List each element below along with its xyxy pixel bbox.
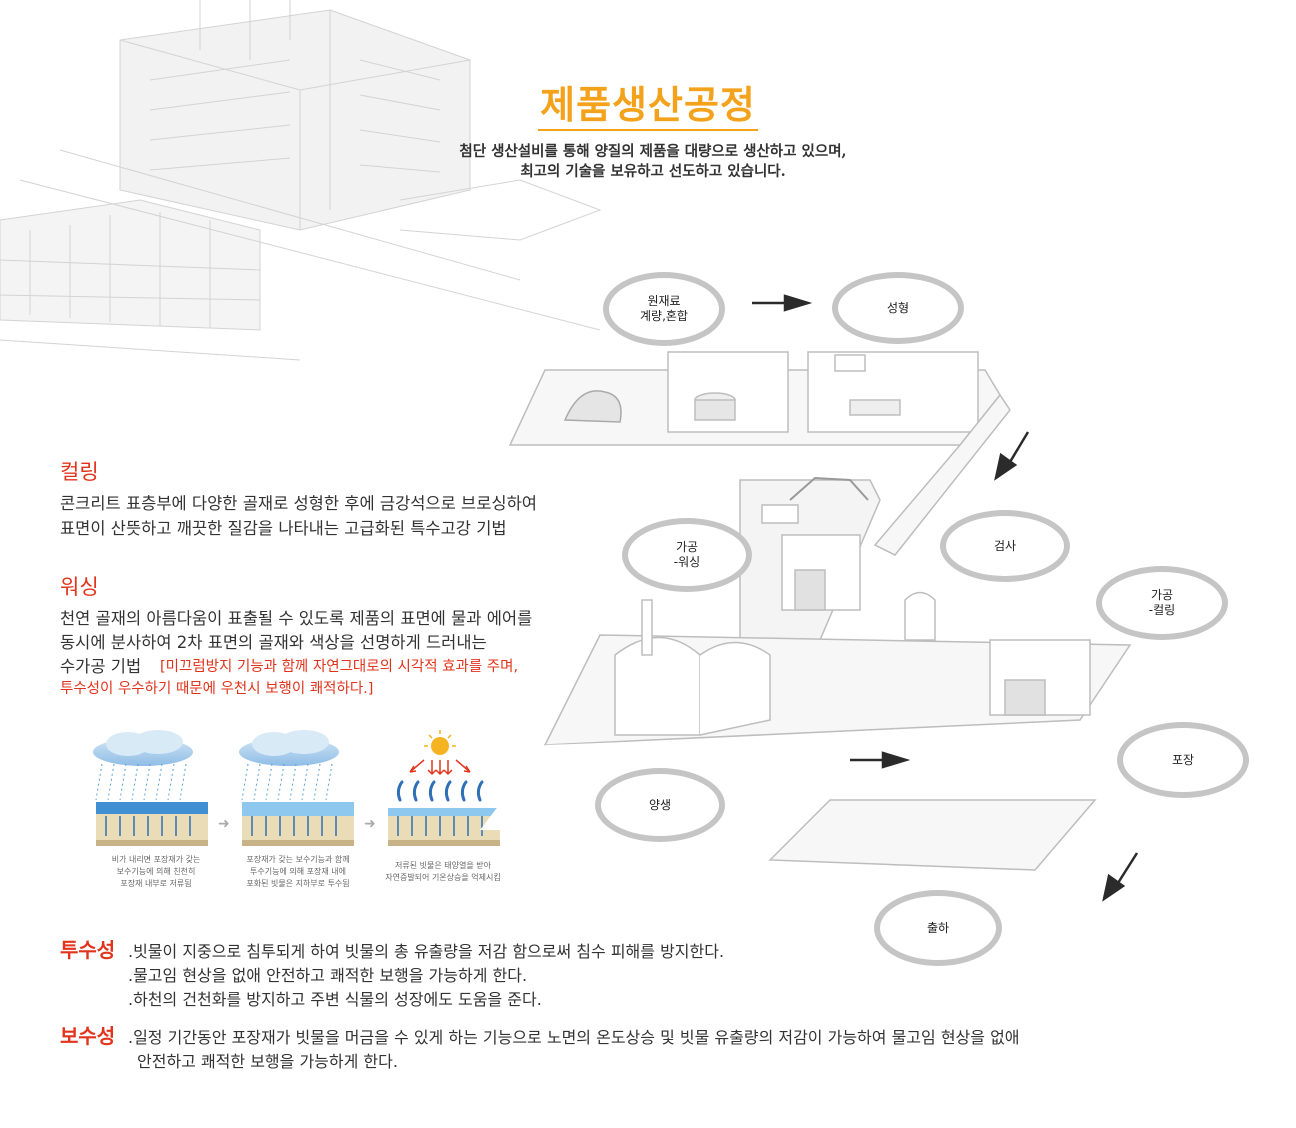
step-washing: 가공-워싱 <box>622 518 752 592</box>
step-curing: 양생 <box>595 768 725 842</box>
permeability-line-3: .하천의 건천화를 방지하고 주변 식물의 성장에도 도움을 준다. <box>128 990 542 1009</box>
arrow-down-left-icon <box>994 431 1030 481</box>
conveyor-path <box>873 393 1011 556</box>
step-molding: 성형 <box>832 272 964 344</box>
background-building-sketch <box>0 0 602 361</box>
cloud-icon <box>93 730 193 766</box>
permeability-line-2: .물고임 현상을 없애 안전하고 쾌적한 보행을 가능하게 한다. <box>128 966 528 985</box>
chimney <box>641 599 653 656</box>
workers <box>904 591 936 641</box>
washing-note-2: 투수성이 우수하기 때문에 우천시 보행이 쾌적하다.] <box>60 681 374 697</box>
cloud-icon <box>239 730 339 766</box>
svg-text:➜: ➜ <box>364 816 376 832</box>
crane <box>789 476 869 501</box>
washing-note-1: [미끄럼방지 기능과 함께 자연그대로의 시각적 효과를 주며, <box>160 659 519 675</box>
curling-line-2: 표면이 산뜻하고 깨끗한 질감을 나타내는 고급화된 특수고강 기법 <box>60 519 507 538</box>
rain-infiltration-panel <box>93 730 208 846</box>
water-retention-panel <box>239 730 354 846</box>
water-retention-line-2: 안전하고 쾌적한 보행을 가능하게 한다. <box>137 1052 398 1071</box>
molding-building <box>807 351 979 433</box>
curling-line-1: 콘크리트 표층부에 다양한 골재로 성형한 후에 금강석으로 브로싱하여 <box>60 494 537 513</box>
washing-title: 워싱 <box>60 575 99 599</box>
subtitle-line-2: 최고의 기술을 보유하고 선도하고 있습니다. <box>520 163 786 180</box>
process-arrows <box>752 294 1139 902</box>
permeability-line-1: .빗물이 지중으로 침투되게 하여 빗물의 총 유출량을 저감 함으로써 침수 … <box>128 942 725 961</box>
step-packing: 포장 <box>1117 722 1249 798</box>
arrow-right-icon <box>752 294 813 312</box>
arrow-down-left-icon <box>1102 852 1139 902</box>
page-title: 제품생산공정 <box>0 74 1296 131</box>
washing-line-3: 수가공 기법 <box>60 657 142 676</box>
washing-line-1: 천연 골재의 아름다움이 표출될 수 있도록 제품의 표면에 물과 에어를 <box>60 609 533 628</box>
curing-building <box>614 636 701 736</box>
svg-text:➜: ➜ <box>218 816 230 832</box>
water-retention-label: 보수성 <box>60 1024 116 1048</box>
evaporation-panel <box>388 730 500 846</box>
permeability-label: 투수성 <box>60 938 116 962</box>
curling-title: 컬링 <box>60 460 99 484</box>
arrow-right-icon <box>850 751 911 769</box>
step-curling: 가공-컬링 <box>1096 566 1228 640</box>
step-inspection: 검사 <box>940 510 1070 582</box>
aggregate-pile <box>563 390 622 423</box>
step-shipping: 출하 <box>874 890 1002 966</box>
pavement-illustration: ➜ ➜ <box>93 730 500 846</box>
sun-icon <box>424 730 456 755</box>
subtitle-line-1: 첨단 생산설비를 통해 양질의 제품을 대량으로 생산하고 있으며, <box>459 143 847 160</box>
washing-line-2: 동시에 분사하여 2차 표면의 골재와 색상을 선명하게 드러내는 <box>60 633 487 652</box>
shipping-yard <box>768 799 1097 871</box>
water-retention-line-1: .일정 기간동안 포장재가 빗물을 머금을 수 있게 하는 기능으로 노면의 온… <box>128 1028 1020 1047</box>
